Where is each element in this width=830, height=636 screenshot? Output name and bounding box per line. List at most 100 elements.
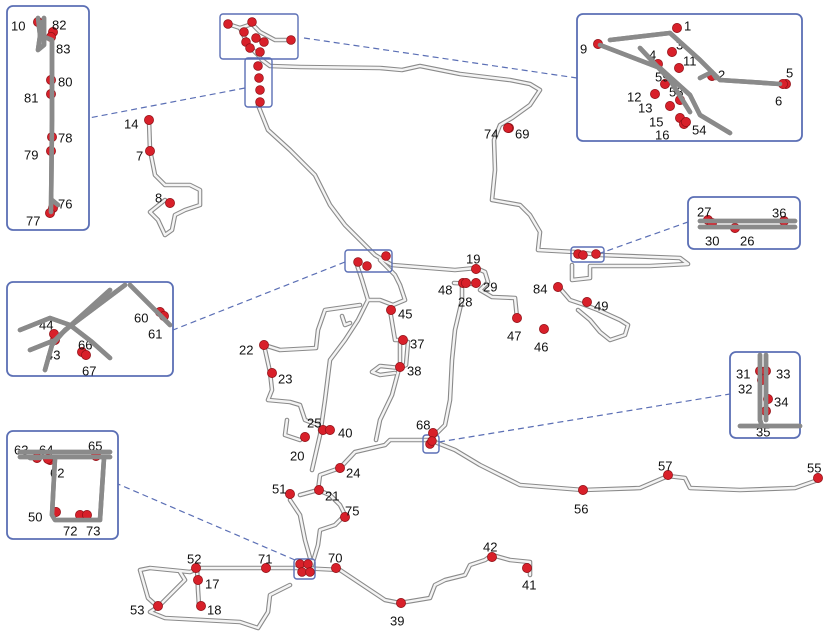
stop-label-26: 26	[740, 233, 754, 248]
inset-top-left	[6, 5, 90, 231]
stop-marker[interactable]	[255, 85, 265, 95]
stop-marker[interactable]	[295, 559, 305, 569]
stop-marker[interactable]	[591, 249, 601, 259]
stop-marker[interactable]	[297, 567, 307, 577]
stop-marker[interactable]	[353, 257, 363, 267]
stop-label-19: 19	[466, 251, 480, 266]
stop-label-39: 39	[390, 613, 404, 628]
stop-label-6: 6	[775, 93, 782, 108]
stop-marker-67[interactable]	[81, 350, 91, 360]
stop-label-83: 83	[56, 41, 70, 56]
stop-marker[interactable]	[255, 47, 265, 57]
stop-label-33: 33	[776, 366, 790, 381]
stop-label-24: 24	[346, 465, 360, 480]
stop-label-77: 77	[26, 213, 40, 228]
stop-label-65: 65	[88, 438, 102, 453]
leader-line	[438, 393, 731, 443]
stop-marker-41[interactable]	[522, 563, 532, 573]
stop-marker-40[interactable]	[325, 425, 335, 435]
stop-marker-37[interactable]	[398, 335, 408, 345]
stop-marker-45[interactable]	[386, 305, 396, 315]
stop-label-28: 28	[458, 294, 472, 309]
stop-marker-17[interactable]	[193, 575, 203, 585]
stop-marker-11[interactable]	[674, 63, 684, 73]
stop-label-84: 84	[533, 281, 547, 296]
leader-line	[597, 221, 689, 255]
stop-label-80: 80	[58, 74, 72, 89]
stop-marker-49[interactable]	[582, 297, 592, 307]
stop-marker-75[interactable]	[340, 512, 350, 522]
stop-marker[interactable]	[253, 61, 263, 71]
stop-marker-39[interactable]	[396, 598, 406, 608]
stop-marker[interactable]	[251, 33, 261, 43]
stop-marker[interactable]	[247, 17, 257, 27]
stop-marker-56[interactable]	[578, 485, 588, 495]
stop-marker[interactable]	[578, 250, 588, 260]
stop-label-32: 32	[738, 381, 752, 396]
stop-marker-57[interactable]	[663, 470, 673, 480]
stop-marker-70[interactable]	[331, 563, 341, 573]
stop-label-71: 71	[258, 551, 272, 566]
stop-marker[interactable]	[223, 19, 233, 29]
stop-marker-59[interactable]	[660, 79, 670, 89]
stop-marker-14[interactable]	[144, 115, 154, 125]
stop-marker-52[interactable]	[191, 563, 201, 573]
stop-marker-24[interactable]	[335, 463, 345, 473]
stop-label-76: 76	[58, 196, 72, 211]
stop-label-5: 5	[786, 65, 793, 80]
stop-marker[interactable]	[254, 73, 264, 83]
stop-marker-13[interactable]	[665, 101, 675, 111]
stop-marker-46[interactable]	[539, 324, 549, 334]
stop-marker[interactable]	[255, 97, 265, 107]
stop-label-69: 69	[515, 126, 529, 141]
stop-marker-71[interactable]	[261, 563, 271, 573]
stop-marker[interactable]	[245, 43, 255, 53]
stop-marker[interactable]	[427, 436, 437, 446]
focus-box-south	[293, 558, 316, 580]
stop-marker-23[interactable]	[267, 368, 277, 378]
stop-label-13: 13	[638, 100, 652, 115]
stop-marker[interactable]	[239, 27, 249, 37]
stop-marker[interactable]	[381, 251, 391, 261]
stop-marker[interactable]	[305, 567, 315, 577]
stop-label-49: 49	[594, 298, 608, 313]
stop-marker-12[interactable]	[650, 89, 660, 99]
stop-label-40: 40	[338, 425, 352, 440]
stop-marker-20[interactable]	[300, 432, 310, 442]
stop-marker[interactable]	[259, 37, 269, 47]
stop-label-67: 67	[82, 363, 96, 378]
stop-label-15: 15	[649, 114, 663, 129]
stop-label-56: 56	[574, 501, 588, 516]
stop-marker-47[interactable]	[512, 313, 522, 323]
stop-marker-55[interactable]	[813, 473, 823, 483]
stop-marker-84[interactable]	[553, 282, 563, 292]
leader-line	[172, 261, 346, 331]
stop-label-36: 36	[772, 205, 786, 220]
stop-marker-3[interactable]	[667, 47, 677, 57]
stop-marker-8[interactable]	[165, 198, 175, 208]
stop-marker-48[interactable]	[461, 278, 471, 288]
stop-label-27: 27	[697, 204, 711, 219]
stop-marker-22[interactable]	[259, 340, 269, 350]
stop-marker-18[interactable]	[196, 601, 206, 611]
stop-marker-53[interactable]	[153, 601, 163, 611]
stop-label-52: 52	[187, 551, 201, 566]
stop-marker-29[interactable]	[471, 278, 481, 288]
stop-marker-54[interactable]	[681, 117, 691, 127]
stop-marker-19[interactable]	[471, 264, 481, 274]
stop-marker-7[interactable]	[145, 146, 155, 156]
stop-marker-38[interactable]	[395, 362, 405, 372]
stop-label-47: 47	[507, 328, 521, 343]
stop-marker-51[interactable]	[285, 489, 295, 499]
stop-marker[interactable]	[286, 35, 296, 45]
stop-label-18: 18	[207, 602, 221, 617]
stop-marker-74[interactable]	[503, 123, 513, 133]
stop-label-45: 45	[398, 306, 412, 321]
stop-label-8: 8	[155, 190, 162, 205]
stop-marker-21[interactable]	[314, 485, 324, 495]
stop-marker[interactable]	[362, 261, 372, 271]
leader-line	[117, 483, 296, 561]
stop-marker-1[interactable]	[672, 23, 682, 33]
stop-marker[interactable]	[303, 559, 313, 569]
stop-marker-42[interactable]	[487, 552, 497, 562]
